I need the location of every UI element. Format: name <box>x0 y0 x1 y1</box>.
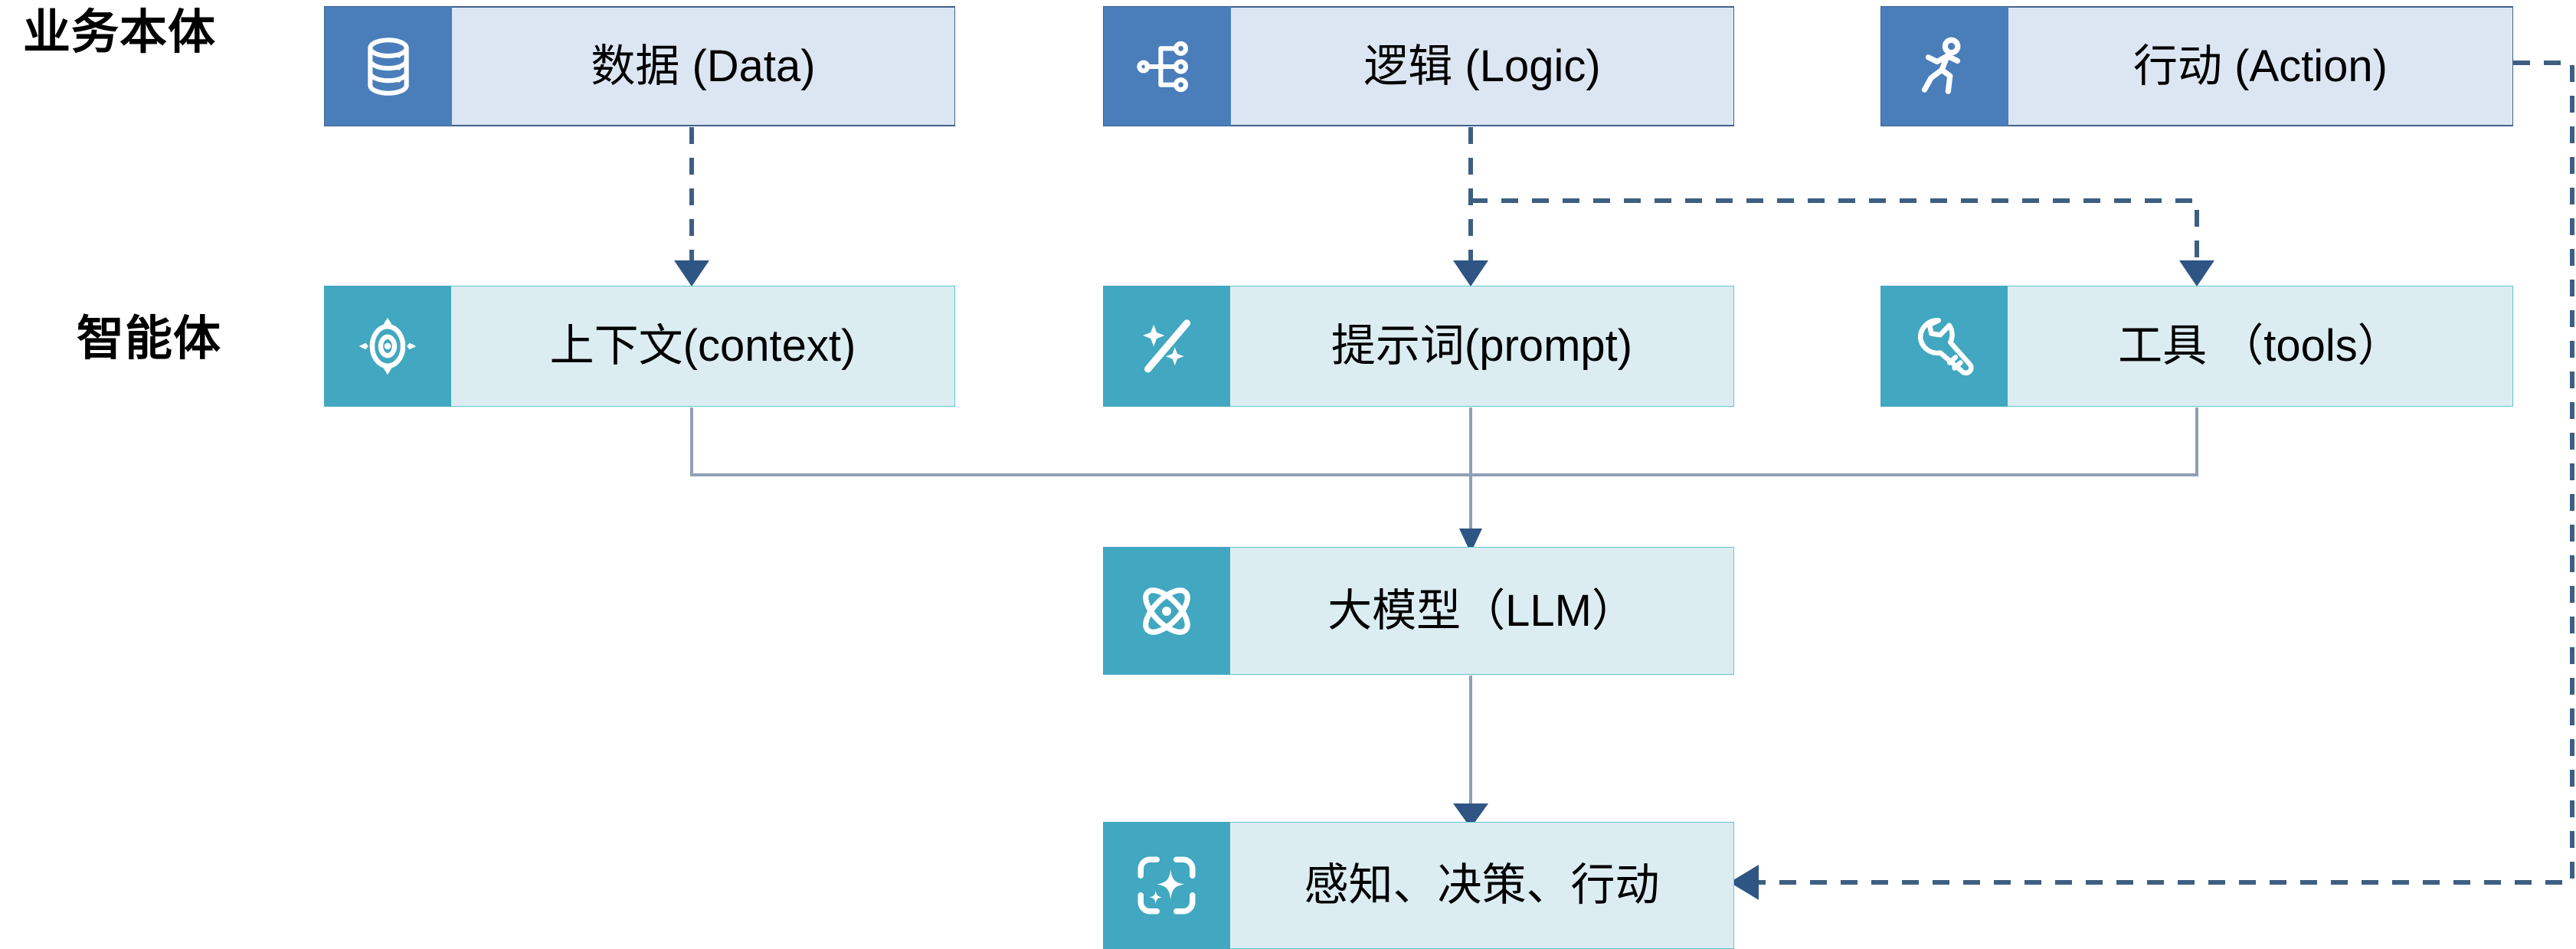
node-logic[interactable]: 逻辑 (Logic) <box>1103 6 1734 126</box>
node-action-label: 行动 (Action) <box>2133 41 2388 91</box>
connector-data-to-context <box>674 127 709 286</box>
node-action-body: 行动 (Action) <box>2008 7 2513 126</box>
node-data-label: 数据 (Data) <box>591 41 816 91</box>
hierarchy-icon <box>1104 7 1231 126</box>
node-context-body: 上下文(context) <box>451 286 955 407</box>
node-llm[interactable]: 大模型（LLM） <box>1103 547 1734 675</box>
node-tools-body: 工具 （tools） <box>2008 286 2513 407</box>
row-label-agent: 智能体 <box>77 313 222 365</box>
node-data-body: 数据 (Data) <box>452 7 955 126</box>
node-llm-label: 大模型（LLM） <box>1327 585 1636 636</box>
node-outcome-body: 感知、决策、行动 <box>1230 822 1734 949</box>
connector-agent-bus-to-llm <box>690 407 2198 553</box>
node-action[interactable]: 行动 (Action) <box>1880 6 2513 126</box>
connector-action-to-outcome <box>1730 61 2574 900</box>
node-prompt[interactable]: 提示词(prompt) <box>1103 286 1734 407</box>
node-data[interactable]: 数据 (Data) <box>324 6 955 126</box>
row-label-business: 业务本体 <box>23 6 217 59</box>
connector-llm-to-outcome <box>1453 676 1488 828</box>
node-context-label: 上下文(context) <box>549 321 856 371</box>
connector-logic-to-prompt <box>1453 127 1488 286</box>
node-prompt-body: 提示词(prompt) <box>1230 286 1734 407</box>
node-tools-label: 工具 （tools） <box>2118 321 2402 371</box>
connector-logic-to-tools <box>1471 198 2214 286</box>
node-context[interactable]: 上下文(context) <box>324 286 955 407</box>
node-logic-label: 逻辑 (Logic) <box>1363 41 1601 91</box>
running-person-icon <box>1881 7 2008 126</box>
wrench-icon <box>1880 286 2008 407</box>
target-icon <box>324 286 451 407</box>
atom-icon <box>1103 547 1230 675</box>
node-outcome[interactable]: 感知、决策、行动 <box>1103 822 1734 949</box>
ai-sparkle-frame-icon <box>1103 822 1230 949</box>
node-outcome-label: 感知、决策、行动 <box>1304 860 1660 910</box>
database-icon <box>325 7 452 126</box>
node-prompt-label: 提示词(prompt) <box>1331 321 1633 371</box>
node-llm-body: 大模型（LLM） <box>1230 547 1734 675</box>
node-logic-body: 逻辑 (Logic) <box>1231 7 1734 126</box>
node-tools[interactable]: 工具 （tools） <box>1880 286 2513 407</box>
magic-wand-icon <box>1103 286 1230 407</box>
